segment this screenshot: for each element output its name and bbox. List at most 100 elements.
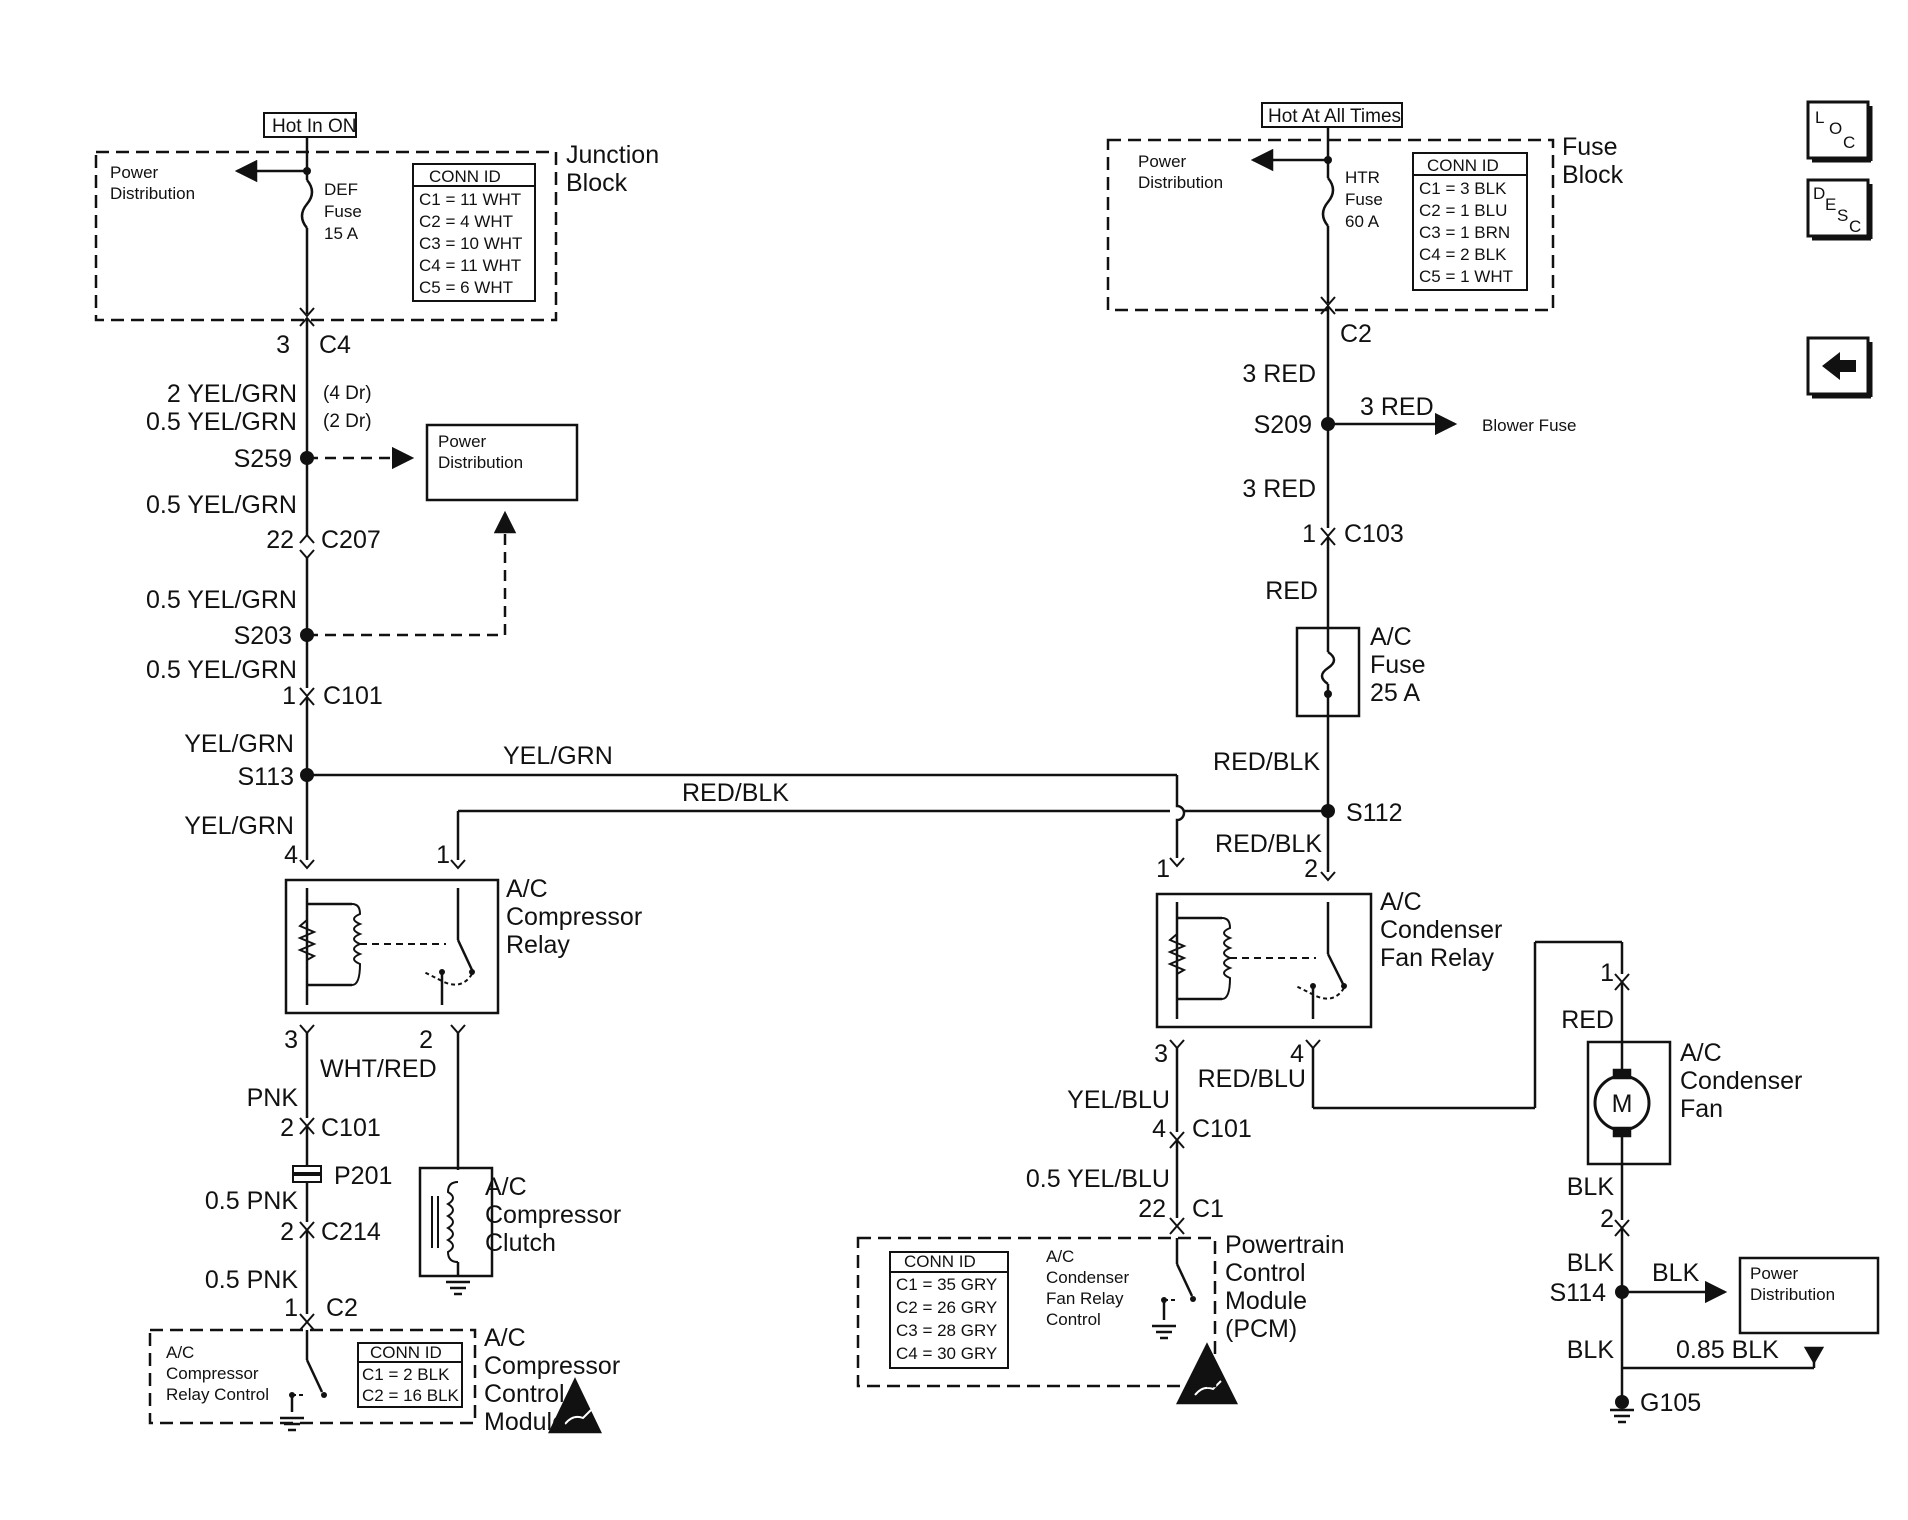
powertrain-control-module — [856, 1236, 1217, 1388]
connector-label: C101 — [323, 682, 383, 710]
htr-fuse-label-2: Fuse — [1345, 190, 1383, 209]
wire-label: BLK — [1567, 1336, 1615, 1364]
connector-label: C207 — [321, 526, 381, 554]
wire-label: 3 RED — [1242, 360, 1316, 388]
loc-icon-letter: C — [1843, 133, 1855, 152]
control-label-2: Condenser — [1046, 1268, 1130, 1287]
relay-name-3: Relay — [506, 931, 570, 959]
connector-label: C2 — [326, 1294, 358, 1322]
fuse-block-label-2: Block — [1562, 161, 1624, 189]
compressor-control-module — [148, 1328, 477, 1432]
fan-label-2: Condenser — [1680, 1067, 1802, 1095]
conn-id-row: C1 = 2 BLK — [362, 1365, 450, 1384]
relay-name-3: Fan Relay — [1380, 944, 1494, 972]
ac-fuse-label: A/C — [1370, 623, 1412, 651]
back-button[interactable] — [1806, 336, 1873, 399]
relay-name: A/C — [506, 875, 548, 903]
splice-label: S114 — [1549, 1279, 1606, 1307]
right-lower-wires — [1169, 940, 1630, 1235]
fuse-block-label: Fuse — [1562, 133, 1618, 161]
blower-fuse-label: Blower Fuse — [1482, 416, 1576, 435]
splice-points — [300, 417, 1629, 1409]
connector-pin: 1 — [1302, 520, 1316, 548]
wire-label: RED/BLU — [1198, 1065, 1306, 1093]
wire-label: RED — [1265, 577, 1318, 605]
loc-button[interactable]: L O C — [1806, 100, 1873, 163]
connector-pin: 22 — [266, 526, 294, 554]
wire-label: YEL/GRN — [184, 812, 294, 840]
junction-block — [94, 112, 558, 327]
clutch-label-3: Clutch — [485, 1229, 556, 1257]
splice-label: S113 — [237, 763, 294, 791]
def-fuse-label-2: Fuse — [324, 202, 362, 221]
wire-label: 0.5 YEL/GRN — [146, 656, 297, 684]
fuse-block — [1106, 102, 1555, 315]
wire-label: BLK — [1652, 1259, 1700, 1287]
connector-pin: 1 — [282, 682, 296, 710]
conn-id-title: CONN ID — [904, 1252, 976, 1271]
wire-label: 0.5 YEL/BLU — [1026, 1165, 1170, 1193]
wire-label: 0.5 YEL/GRN — [146, 408, 297, 436]
junction-block-label: Junction — [566, 141, 659, 169]
conn-id-row: C4 = 30 GRY — [896, 1344, 997, 1363]
control-label-3: Fan Relay — [1046, 1289, 1124, 1308]
connector-pin: 2 — [280, 1114, 294, 1142]
power-distribution-label-2: Distribution — [1138, 173, 1223, 192]
def-fuse-label: DEF — [324, 180, 358, 199]
desc-button[interactable]: D E S C — [1806, 178, 1873, 241]
connector-label: C1 — [1192, 1195, 1224, 1223]
module-name-2: Compressor — [484, 1352, 620, 1380]
power-distribution-box-label-2: Distribution — [438, 453, 523, 472]
wire-label: 0.85 BLK — [1676, 1336, 1779, 1364]
connector-label: C214 — [321, 1218, 381, 1246]
relay-pin: 2 — [419, 1026, 433, 1054]
left-wire-trunk — [299, 318, 315, 870]
hot-in-on-label: Hot In ON — [272, 116, 356, 137]
wire-label: RED/BLK — [1213, 748, 1320, 776]
fan-label: A/C — [1680, 1039, 1722, 1067]
htr-fuse-label: HTR — [1345, 168, 1380, 187]
desc-icon-letter: E — [1825, 195, 1836, 214]
conn-id-row: C5 = 1 WHT — [1419, 267, 1513, 286]
condenser-fan-relay — [1155, 892, 1373, 1029]
wire-label: BLK — [1567, 1173, 1615, 1201]
red-blk-crossover-wire — [450, 809, 1328, 870]
splice-label: S112 — [1346, 799, 1403, 827]
condenser-fan-motor — [1586, 1040, 1880, 1424]
control-label-2: Compressor — [166, 1364, 259, 1383]
conn-id-row: C1 = 35 GRY — [896, 1275, 997, 1294]
conn-id-row: C2 = 26 GRY — [896, 1298, 997, 1317]
conn-id-row: C4 = 2 BLK — [1419, 245, 1507, 264]
left-lower-wires — [292, 1024, 466, 1331]
connector-pin: 4 — [1152, 1115, 1166, 1143]
wire-label: WHT/RED — [320, 1055, 437, 1083]
relay-name: A/C — [1380, 888, 1422, 916]
relay-pin: 4 — [1290, 1040, 1304, 1068]
relay-name-2: Condenser — [1380, 916, 1502, 944]
conn-id-row: C2 = 1 BLU — [1419, 201, 1507, 220]
right-wire-trunk — [1295, 306, 1458, 882]
compressor-relay — [284, 878, 500, 1015]
module-name-3: Control — [484, 1380, 565, 1408]
hot-at-all-times-label: Hot At All Times — [1268, 106, 1401, 127]
connector-label: C103 — [1344, 520, 1404, 548]
connector-pin: 22 — [1138, 1195, 1166, 1223]
power-distribution-label-2: Distribution — [110, 184, 195, 203]
connector-label: P201 — [334, 1162, 392, 1190]
control-label-4: Control — [1046, 1310, 1101, 1329]
conn-id-row: C3 = 10 WHT — [419, 234, 522, 253]
desc-icon-letter: S — [1837, 206, 1848, 225]
connector-label: C4 — [319, 331, 351, 359]
yel-grn-crossover-wire — [307, 773, 1186, 868]
wire-label: 3 RED — [1242, 475, 1316, 503]
conn-id-row: C1 = 3 BLK — [1419, 179, 1507, 198]
clutch-label: A/C — [485, 1173, 527, 1201]
desc-icon-letter: C — [1849, 217, 1861, 236]
def-fuse-rating: 15 A — [324, 224, 359, 243]
control-label: A/C — [166, 1343, 194, 1362]
relay-pin: 1 — [1156, 855, 1170, 883]
conn-id-row: C3 = 1 BRN — [1419, 223, 1510, 242]
wire-label: YEL/GRN — [503, 742, 613, 770]
wire-label: 0.5 PNK — [205, 1266, 298, 1294]
